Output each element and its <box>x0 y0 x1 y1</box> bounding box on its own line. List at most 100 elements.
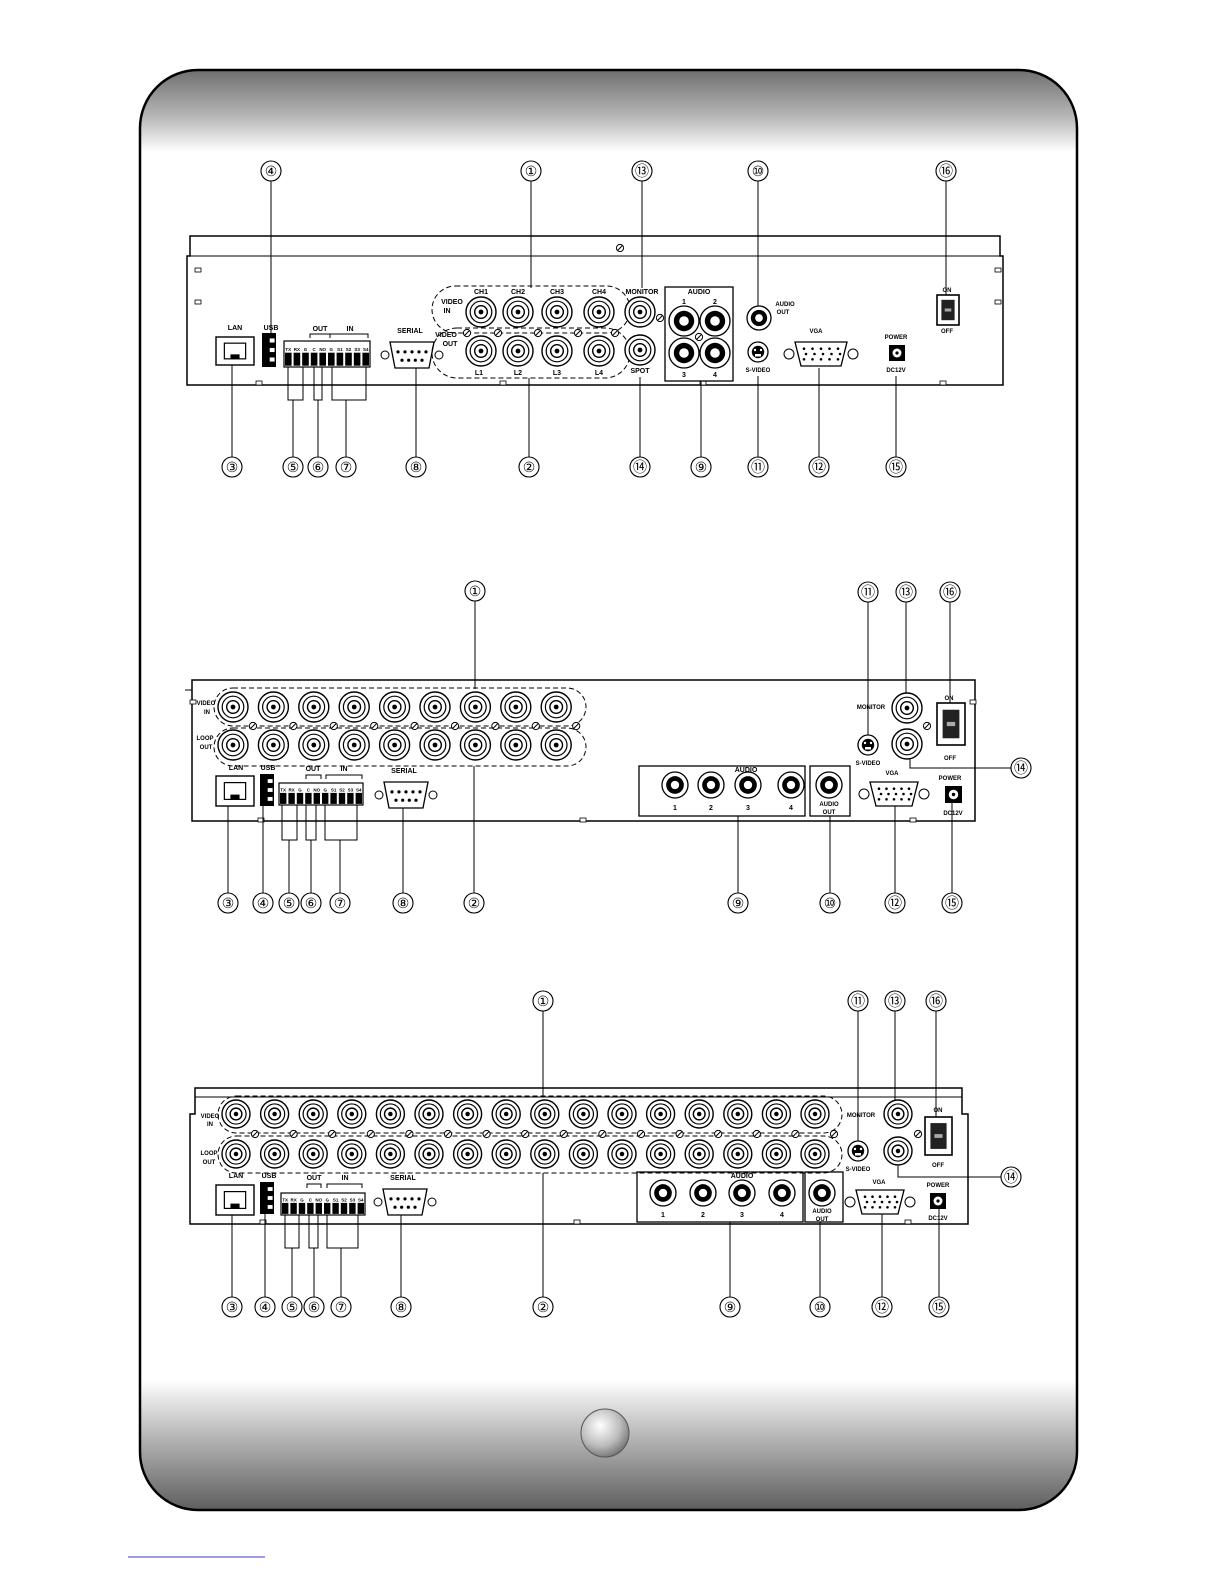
screw-icon <box>250 1129 260 1139</box>
power-switch-icon <box>924 1116 953 1156</box>
usb-port-icon <box>260 1182 274 1214</box>
terminal-pin-label: RX <box>288 787 294 792</box>
rca-hole <box>743 780 753 790</box>
screw-slot <box>411 723 418 729</box>
power-switch-icon <box>936 702 966 746</box>
bnc-ring <box>895 732 919 756</box>
power-label: POWER <box>927 1183 950 1189</box>
terminal-pin-label: S4 <box>363 347 369 352</box>
callout-number: ⑤ <box>283 895 296 911</box>
terminal-pin <box>322 792 329 804</box>
screw-slot <box>696 334 702 340</box>
screw-slot <box>452 723 458 729</box>
callout-number: ⑨ <box>732 895 745 911</box>
loop-out-bnc-icon <box>259 1139 290 1169</box>
usb-tab <box>267 779 273 783</box>
callout-marker: ⑤ <box>281 1296 303 1318</box>
bnc-pin <box>388 1111 393 1117</box>
loop-out-bnc-icon <box>459 729 492 761</box>
screw-slot <box>560 1131 567 1137</box>
callout-number: ⑮ <box>889 459 903 475</box>
vga-pin <box>907 787 911 791</box>
bnc-pin <box>904 705 910 711</box>
terminal-pin-label: G <box>304 347 308 352</box>
leader-line <box>326 1215 359 1249</box>
s-video-pin <box>853 1147 857 1151</box>
terminal-pin <box>298 1202 306 1214</box>
leader-line <box>287 367 304 401</box>
terminal-pin-label: G <box>330 347 334 352</box>
bnc-ring <box>572 1103 595 1125</box>
bnc-ring <box>534 1103 556 1125</box>
bnc-pin <box>426 1151 432 1157</box>
bnc-ring <box>342 733 366 757</box>
screw-slot <box>753 1131 760 1137</box>
screw-icon <box>913 1129 923 1139</box>
terminal-pin-label: NO <box>319 347 326 352</box>
s-video-label: S-VIDEO <box>746 368 771 374</box>
callout-marker: ⑧ <box>392 892 414 914</box>
callout-number: ⑮ <box>932 1299 946 1315</box>
audio-in-jack-icon <box>768 1179 796 1207</box>
s-video-pin <box>869 741 873 745</box>
bnc-pin <box>637 309 643 315</box>
bnc-ring <box>504 695 528 719</box>
s-video-pin <box>759 348 763 352</box>
bnc-pin <box>272 1151 277 1157</box>
power-label: POWER <box>885 335 908 341</box>
serial-pin <box>410 350 414 354</box>
lan-port-icon <box>215 336 255 366</box>
terminal-pin <box>305 792 312 804</box>
audio-label: AUDIO <box>731 1173 754 1180</box>
video-in-bnc-icon <box>337 1099 367 1129</box>
serial-pin <box>410 1197 414 1201</box>
in-label: IN <box>342 1175 349 1182</box>
screw-slot <box>445 1131 451 1137</box>
rca-hole <box>737 1188 747 1198</box>
bnc-ring <box>221 733 245 757</box>
loop-out-bnc-icon <box>375 1139 406 1169</box>
vga-pin <box>893 1205 897 1209</box>
vga-pin <box>886 1195 889 1199</box>
usb-tab <box>267 1187 273 1191</box>
callout-number: ⑧ <box>397 895 410 911</box>
terminal-pin-label: S4 <box>356 787 362 792</box>
chassis-tab <box>994 267 1002 273</box>
serial-port-icon <box>380 341 444 369</box>
screw-icon <box>366 1129 375 1139</box>
callout-marker: ⑭ <box>1000 1166 1022 1188</box>
bnc-ring <box>469 300 493 324</box>
video-in-bnc-icon <box>541 296 573 328</box>
serial-pin <box>403 1197 407 1201</box>
bnc-pin <box>542 1111 548 1117</box>
screw-icon <box>559 1129 568 1139</box>
bnc-pin <box>542 1151 548 1157</box>
serial-screw <box>427 1197 437 1207</box>
bnc-ring <box>587 300 611 324</box>
screw-slot <box>617 245 623 251</box>
bnc-ring <box>887 1140 909 1162</box>
audio-num-label: 2 <box>713 299 717 306</box>
vga-pin <box>895 1200 899 1204</box>
audio-in-2-jack-icon <box>699 305 731 337</box>
screw-slot <box>831 1131 837 1137</box>
bnc-pin <box>349 1151 355 1157</box>
terminal-pin-label: S1 <box>331 787 337 792</box>
video-in-bnc-icon <box>338 691 370 723</box>
callout-marker: ② <box>532 1296 554 1318</box>
vga-pin <box>877 797 881 801</box>
bnc-ring <box>418 1103 440 1125</box>
bnc-pin <box>774 1111 779 1117</box>
vga-port-icon <box>844 1189 916 1215</box>
leader-line <box>331 367 367 401</box>
video-in-bnc-icon <box>298 691 330 723</box>
on-label: ON <box>945 696 954 702</box>
bnc-pin <box>553 742 559 748</box>
vga-pin <box>804 352 808 356</box>
terminal-pin <box>310 352 318 366</box>
bnc-ring <box>263 1143 286 1165</box>
screw-icon <box>829 1129 839 1139</box>
